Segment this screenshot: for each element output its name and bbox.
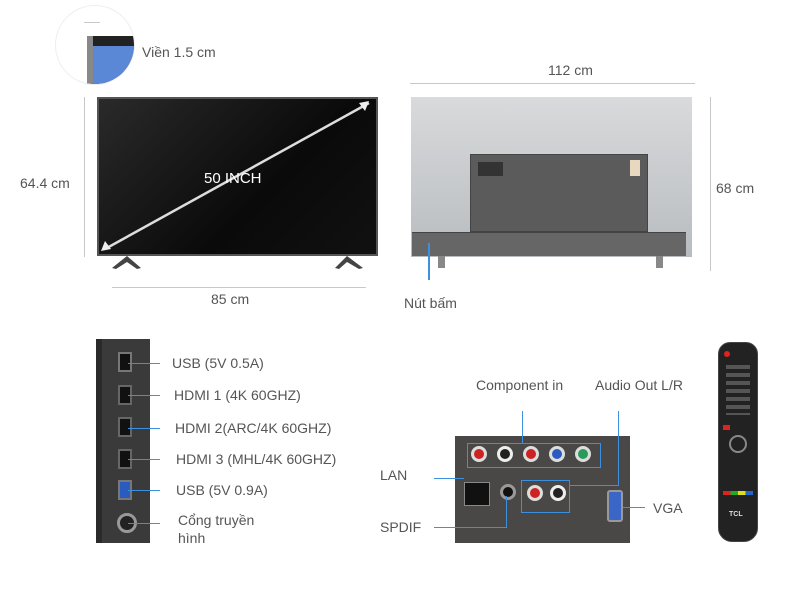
back-width: 112 cm — [548, 62, 593, 78]
component-label: Component in — [476, 377, 564, 393]
spdif-label: SPDIF — [380, 519, 422, 535]
back-height: 68 cm — [716, 180, 755, 196]
tv-stands — [112, 256, 363, 269]
bezel-label: Viền 1.5 cm — [142, 44, 216, 60]
bezel-detail — [55, 5, 135, 85]
front-width: 85 cm — [211, 291, 250, 307]
port-hdmi-3: HDMI 3 (MHL/4K 60GHZ) — [176, 451, 337, 467]
side-port-panel — [96, 339, 150, 543]
front-height: 64.4 cm — [20, 175, 70, 191]
diagonal-arrow — [101, 101, 370, 251]
lan-label: LAN — [380, 467, 408, 483]
remote-control: TCL — [718, 342, 758, 542]
port-hdmi-2: HDMI 2(ARC/4K 60GHZ) — [175, 420, 332, 436]
audio-out-label: Audio Out L/R — [595, 377, 683, 393]
port-usb-1: USB (5V 0.5A) — [172, 355, 264, 371]
speaker-bar — [412, 232, 686, 256]
diagonal-label: 50 INCH — [204, 170, 262, 187]
port-antenna: Cổng truyền hình — [178, 512, 255, 546]
button-label: Nút bấm — [404, 295, 457, 311]
port-hdmi-1: HDMI 1 (4K 60GHZ) — [174, 387, 301, 403]
back-panel — [470, 154, 648, 232]
vga-label: VGA — [653, 500, 683, 516]
port-usb-2: USB (5V 0.9A) — [176, 482, 268, 498]
remote-logo: TCL — [729, 511, 743, 518]
